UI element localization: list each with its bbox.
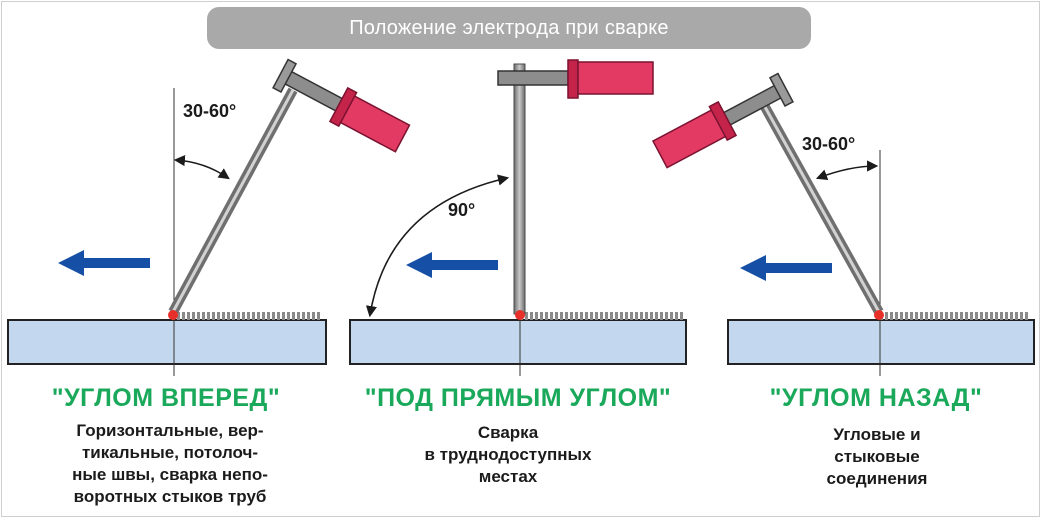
angle-arc [815,160,879,181]
workpiece-plate [727,319,1035,365]
direction-arrow [58,250,150,276]
panel-perpendicular: 90° [349,59,687,376]
angle-arc [173,155,230,180]
workpiece-plate [349,319,687,365]
description-perpendicular: Сварка в труднодоступных местах [424,423,592,486]
heading-perpendicular: "ПОД ПРЯМЫМ УГЛОМ" [364,384,672,412]
description-backward: Угловые и стыковые соединения [826,425,928,488]
electrode-holder [651,72,794,169]
angle-label: 30-60° [183,101,236,121]
heading-forward: "УГЛОМ ВПЕРЕД" [51,384,281,412]
electrode-rod [513,63,526,315]
electrode-holder [272,58,411,153]
angle-arc [365,174,510,318]
panel-forward: 30-60° [7,58,411,376]
direction-arrow [406,252,498,278]
arc-spot [515,310,525,320]
angle-label: 90° [448,200,475,220]
description-forward: Горизонтальные, вер- тикальные, потолоч-… [72,421,268,506]
arc-spot [168,310,178,320]
heading-backward: "УГЛОМ НАЗАД" [769,384,983,412]
diagram-title: Положение электрода при сварке [207,7,811,49]
arc-spot [874,310,884,320]
workpiece-plate [7,319,327,365]
electrode-holder [497,59,654,99]
panel-backward: 30-60° [651,72,1035,376]
direction-arrow [740,255,832,281]
angle-label: 30-60° [802,134,855,154]
